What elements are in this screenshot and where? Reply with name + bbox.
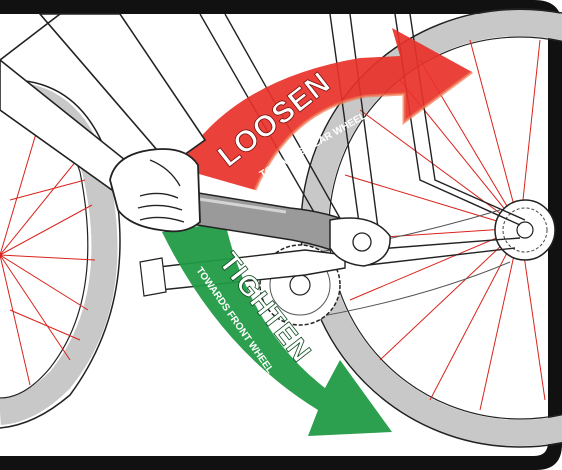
hand [0, 13, 207, 233]
loosen-arrow [178, 28, 473, 191]
pedal [139, 257, 167, 297]
wrench [177, 189, 391, 267]
tighten-arrow [162, 222, 392, 436]
